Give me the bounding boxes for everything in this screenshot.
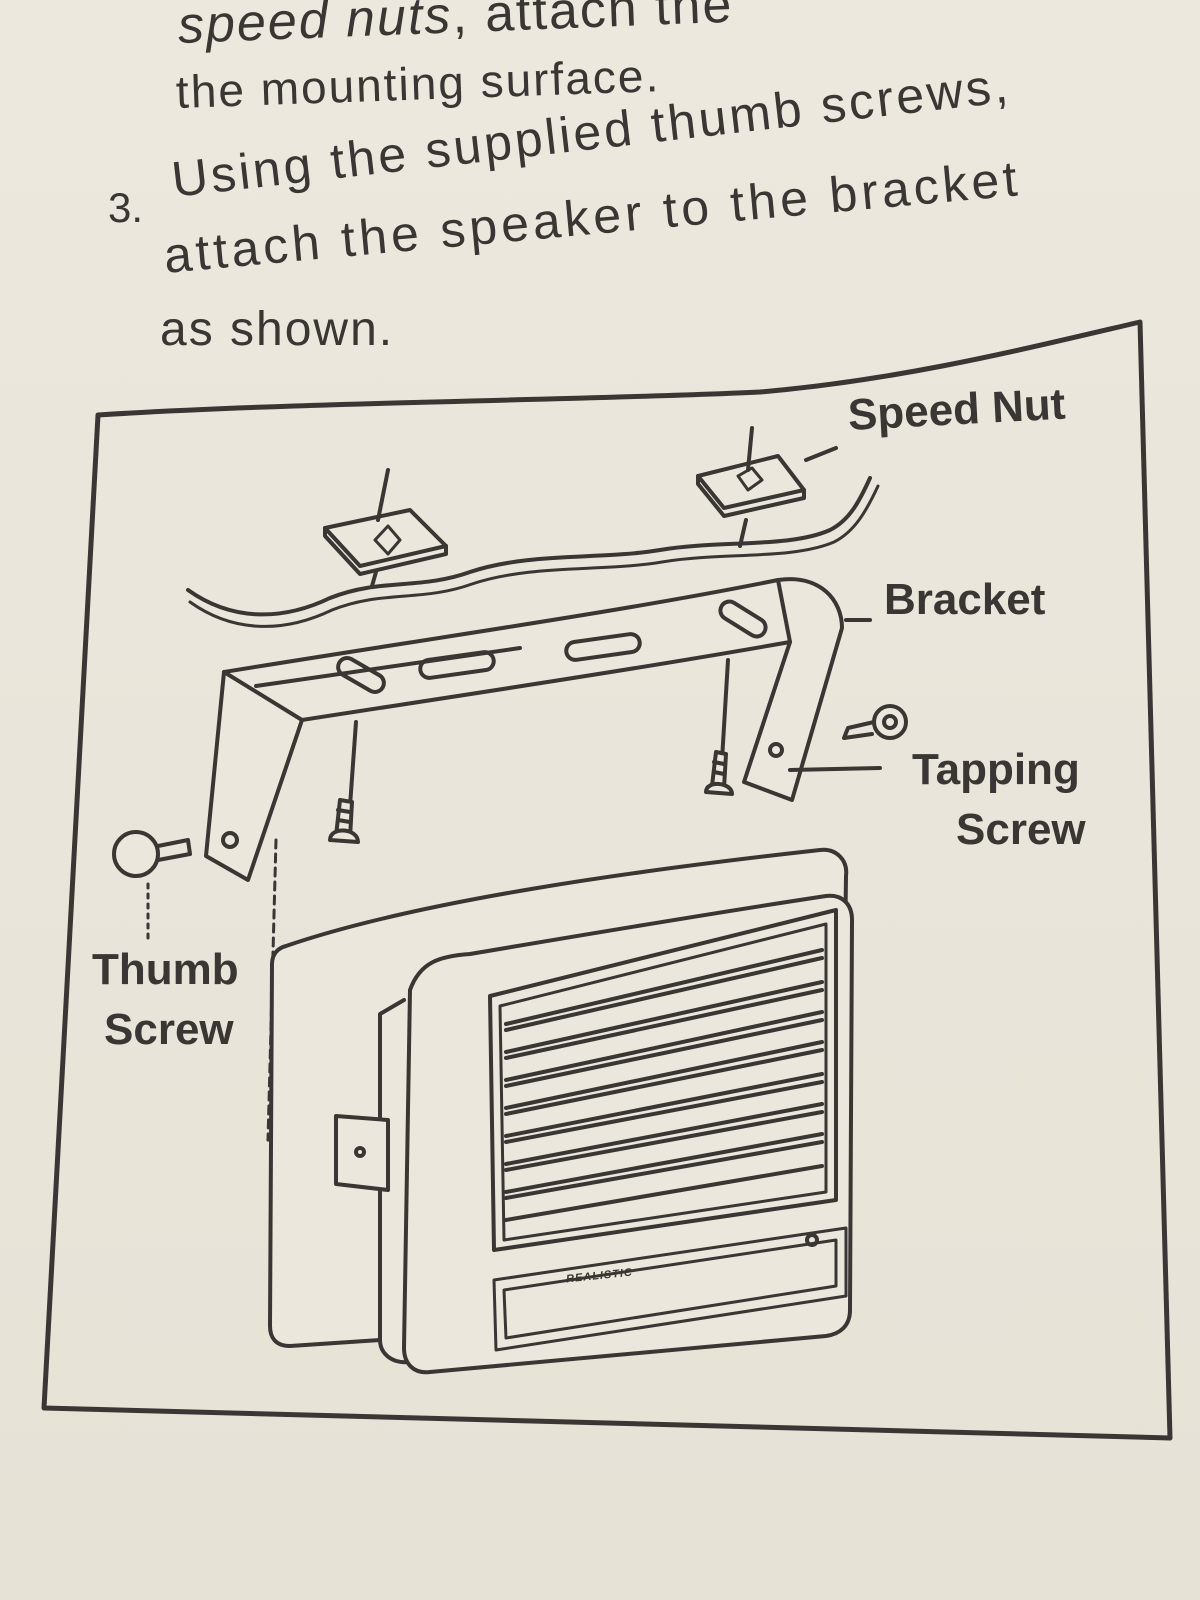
thumb-screw <box>112 830 354 1150</box>
guide-line-left-upper <box>370 570 378 588</box>
label-tapping-screw-line-2: Screw <box>956 805 1086 854</box>
guide-line-right-upper <box>738 518 748 548</box>
label-thumb-screw: Thumb <box>92 945 239 994</box>
guide-line-right-lower <box>720 658 730 762</box>
speaker-cabinet <box>268 847 854 1375</box>
tapping-screw-left <box>328 798 360 844</box>
label-bracket: Bracket <box>884 575 1046 624</box>
step-number: 3. <box>108 184 144 231</box>
guide-line-left-lower <box>348 720 358 808</box>
label-thumb-screw-line-2: Screw <box>104 1005 234 1054</box>
mounting-bracket <box>204 577 872 882</box>
label-tapping-screw: Tapping <box>912 745 1080 794</box>
mounting-surface-line <box>186 476 872 617</box>
speed-nut-right <box>696 426 838 518</box>
mounting-surface-line-inner <box>188 484 880 628</box>
diagram-frame <box>41 319 1173 1441</box>
tapping-screw-right <box>704 750 734 796</box>
speed-nut-left <box>323 468 448 576</box>
tapping-screw-side <box>788 704 908 772</box>
instruction-line-5: as shown. <box>160 303 395 356</box>
